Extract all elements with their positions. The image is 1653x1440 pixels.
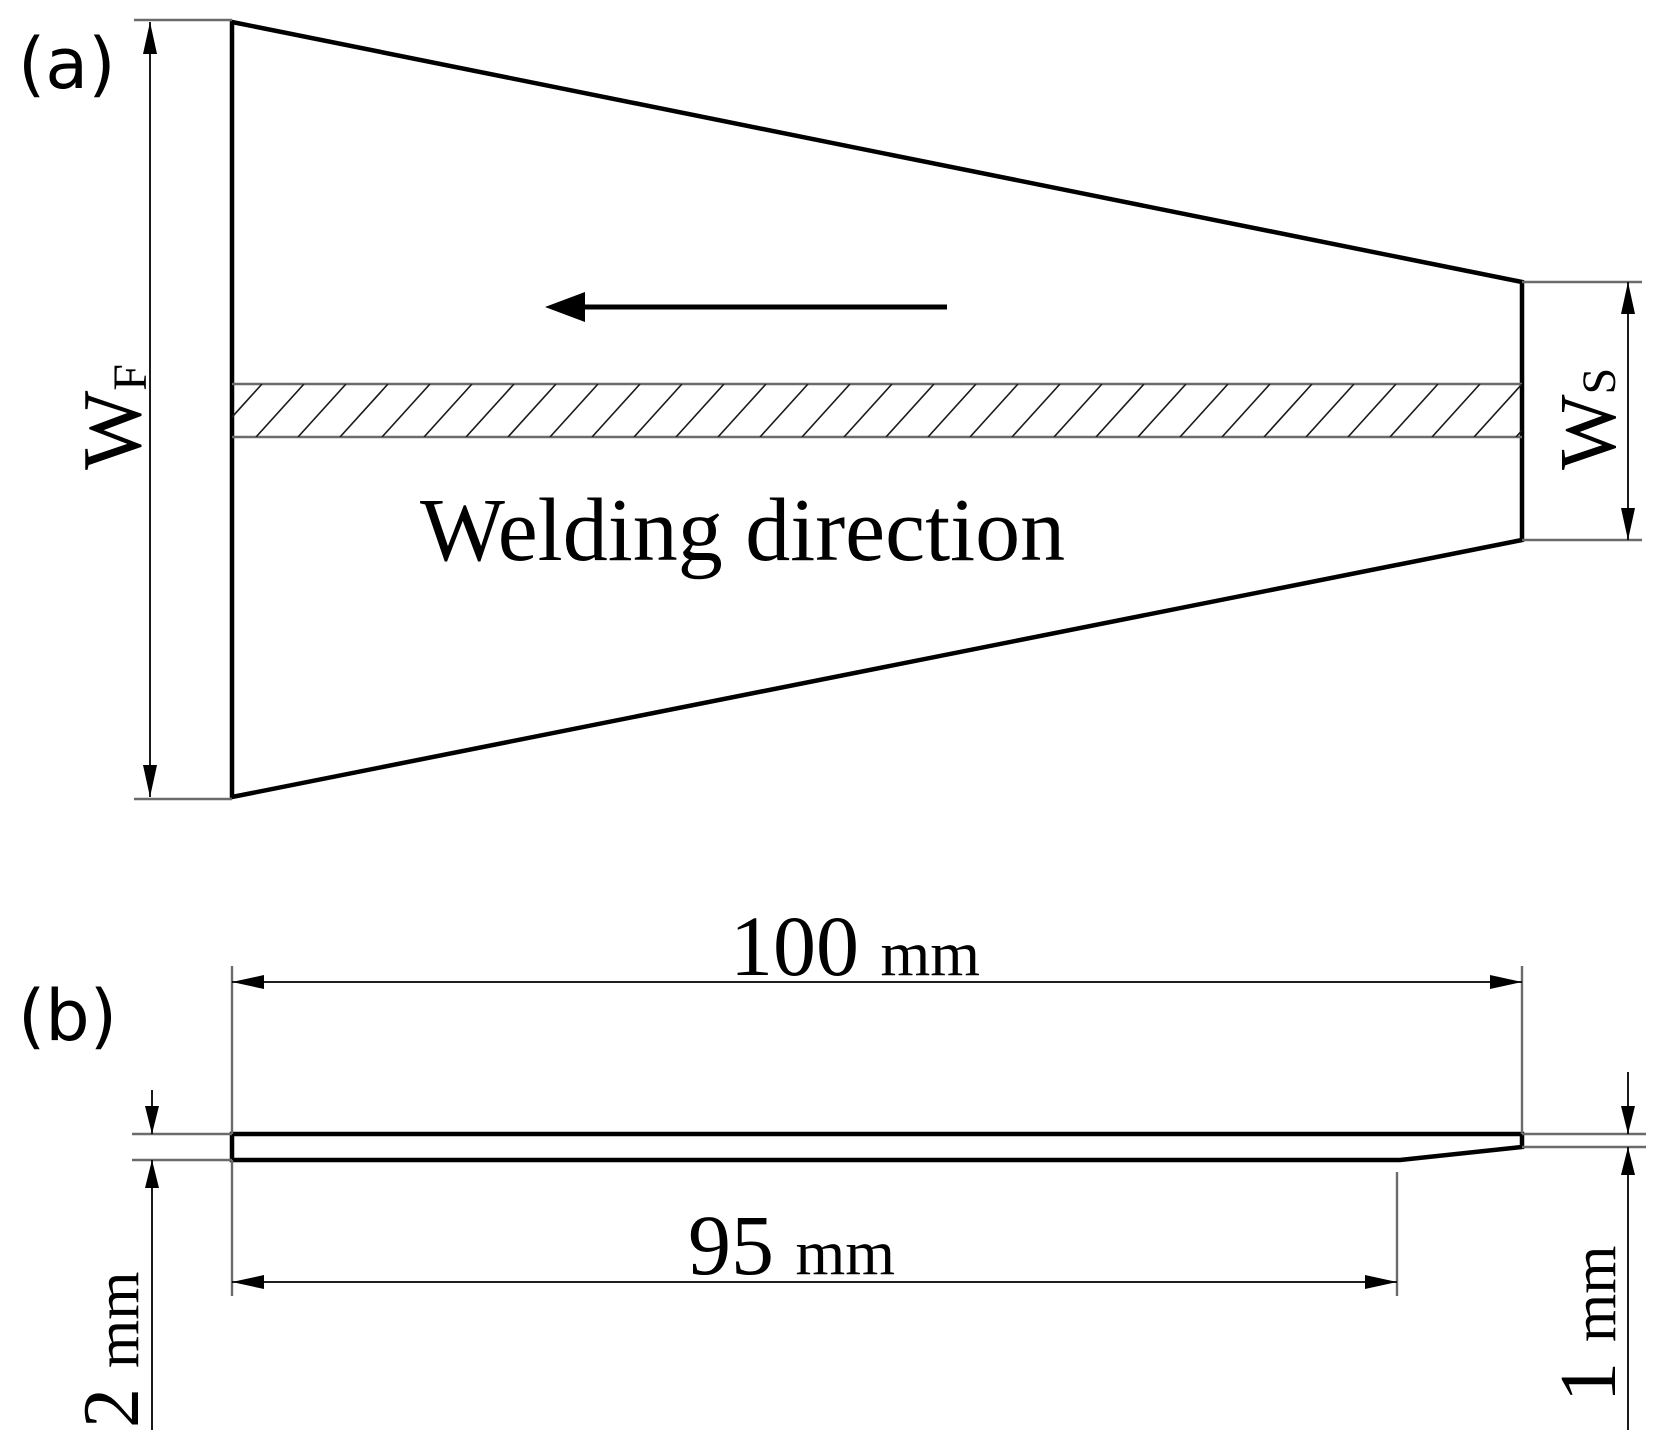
- hatch-stroke: [1389, 384, 1439, 437]
- welding-direction-label: Welding direction: [420, 481, 1065, 580]
- hatch-stroke: [969, 384, 1019, 437]
- length-total-value: 100: [730, 898, 859, 994]
- hatch-stroke: [297, 384, 347, 437]
- weld-hatching: [172, 384, 1522, 437]
- panel-a-label: (a): [18, 23, 116, 105]
- svg-text:2 mm: 2 mm: [68, 1272, 156, 1428]
- hatch-stroke: [927, 384, 977, 437]
- hatch-stroke: [591, 384, 641, 437]
- length-total-unit: mm: [881, 918, 981, 989]
- panel-a: (a) Welding direction WF: [18, 18, 1642, 801]
- panel-b-label: (b): [18, 975, 117, 1057]
- weld-seam: [172, 382, 1522, 439]
- thickness-left-dimension: 2 mm: [68, 1090, 232, 1430]
- width-start-subscript: S: [1573, 368, 1626, 395]
- hatch-stroke: [1179, 384, 1229, 437]
- hatch-stroke: [843, 384, 893, 437]
- hatch-stroke: [172, 384, 220, 437]
- hatch-stroke: [1095, 384, 1145, 437]
- hatch-stroke: [381, 384, 431, 437]
- width-start-label: W: [1545, 394, 1633, 470]
- hatch-stroke: [232, 384, 263, 419]
- svg-text:WS: WS: [1545, 368, 1633, 470]
- length-total-dimension: 100 mm: [232, 898, 1522, 994]
- width-front-dimension: WF: [66, 18, 232, 801]
- width-start-dimension: WS: [1522, 280, 1642, 542]
- panel-b: (b) 100 mm 95 mm: [18, 898, 1646, 1430]
- hatch-stroke: [1431, 384, 1481, 437]
- hatch-stroke: [339, 384, 389, 437]
- hatch-stroke: [465, 384, 515, 437]
- hatch-stroke: [1053, 384, 1103, 437]
- hatch-stroke: [801, 384, 851, 437]
- svg-text:100 mm: 100 mm: [730, 898, 980, 994]
- width-front-label: W: [66, 390, 159, 470]
- svg-text:WF: WF: [66, 364, 159, 470]
- hatch-stroke: [1137, 384, 1187, 437]
- thickness-left-value: 2: [68, 1388, 156, 1428]
- plate-side-profile: [229, 1131, 1525, 1163]
- length-taper-value: 95: [688, 1197, 774, 1293]
- hatch-stroke: [675, 384, 725, 437]
- thickness-right-unit: mm: [1561, 1246, 1629, 1342]
- length-taper-dimension: 95 mm: [232, 1197, 1397, 1293]
- hatch-stroke: [1473, 384, 1522, 437]
- hatch-stroke: [1305, 384, 1355, 437]
- hatch-stroke: [255, 384, 305, 437]
- thickness-right-value: 1: [1545, 1362, 1633, 1402]
- thickness-left-unit: mm: [84, 1272, 152, 1368]
- hatch-stroke: [1011, 384, 1061, 437]
- svg-text:1 mm: 1 mm: [1545, 1246, 1633, 1402]
- hatch-stroke: [885, 384, 935, 437]
- hatch-stroke: [717, 384, 767, 437]
- welding-direction-arrow: [545, 292, 947, 322]
- tapered-plate-outline: [229, 19, 1525, 800]
- hatch-stroke: [423, 384, 473, 437]
- hatch-stroke: [633, 384, 683, 437]
- hatch-stroke: [549, 384, 599, 437]
- hatch-stroke: [1263, 384, 1313, 437]
- thickness-right-dimension: 1 mm: [1522, 1072, 1646, 1430]
- length-taper-unit: mm: [796, 1217, 896, 1288]
- hatch-stroke: [759, 384, 809, 437]
- svg-text:95 mm: 95 mm: [688, 1197, 895, 1293]
- width-front-subscript: F: [104, 364, 157, 391]
- hatch-stroke: [1221, 384, 1271, 437]
- hatch-stroke: [1347, 384, 1397, 437]
- hatch-stroke: [507, 384, 557, 437]
